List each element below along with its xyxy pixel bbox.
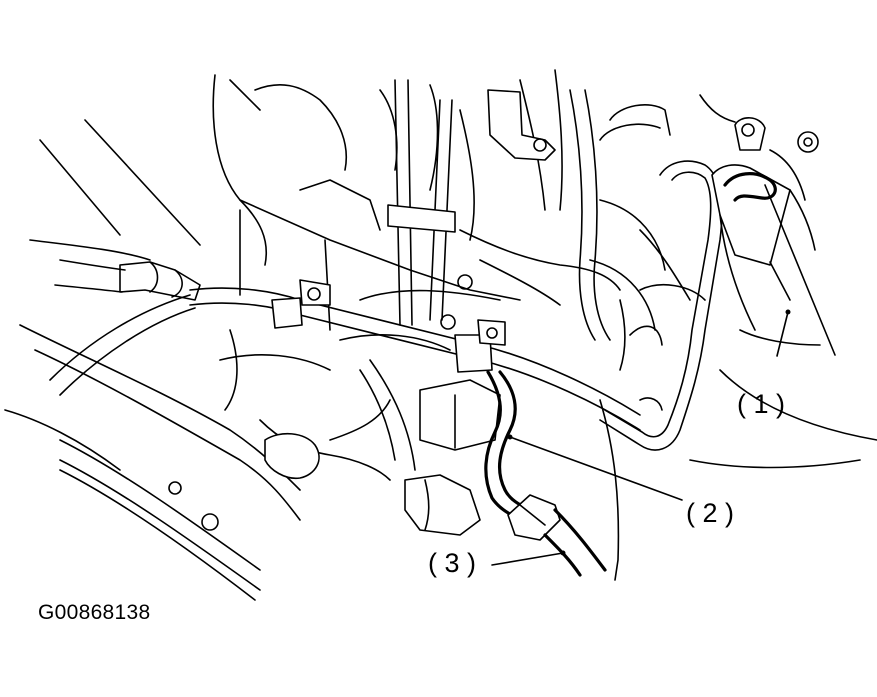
pipe-clamps <box>271 274 506 373</box>
callout-3-label: ( 3 ) <box>428 548 477 578</box>
callout-2-label: ( 2 ) <box>686 498 735 528</box>
vertical-tubes <box>387 79 611 341</box>
engine-block <box>212 69 621 536</box>
left-body-frame <box>4 119 301 601</box>
figure-id: G00868138 <box>38 601 151 624</box>
callout-1-label: ( 1 ) <box>737 389 786 419</box>
left-hose-assembly <box>54 259 201 301</box>
wire-harness-2 <box>484 370 620 581</box>
hose-1-assembly <box>689 94 877 469</box>
right-pipe-loop <box>589 104 723 451</box>
brake-pipe-main <box>49 287 641 431</box>
leader-lines <box>491 309 791 566</box>
